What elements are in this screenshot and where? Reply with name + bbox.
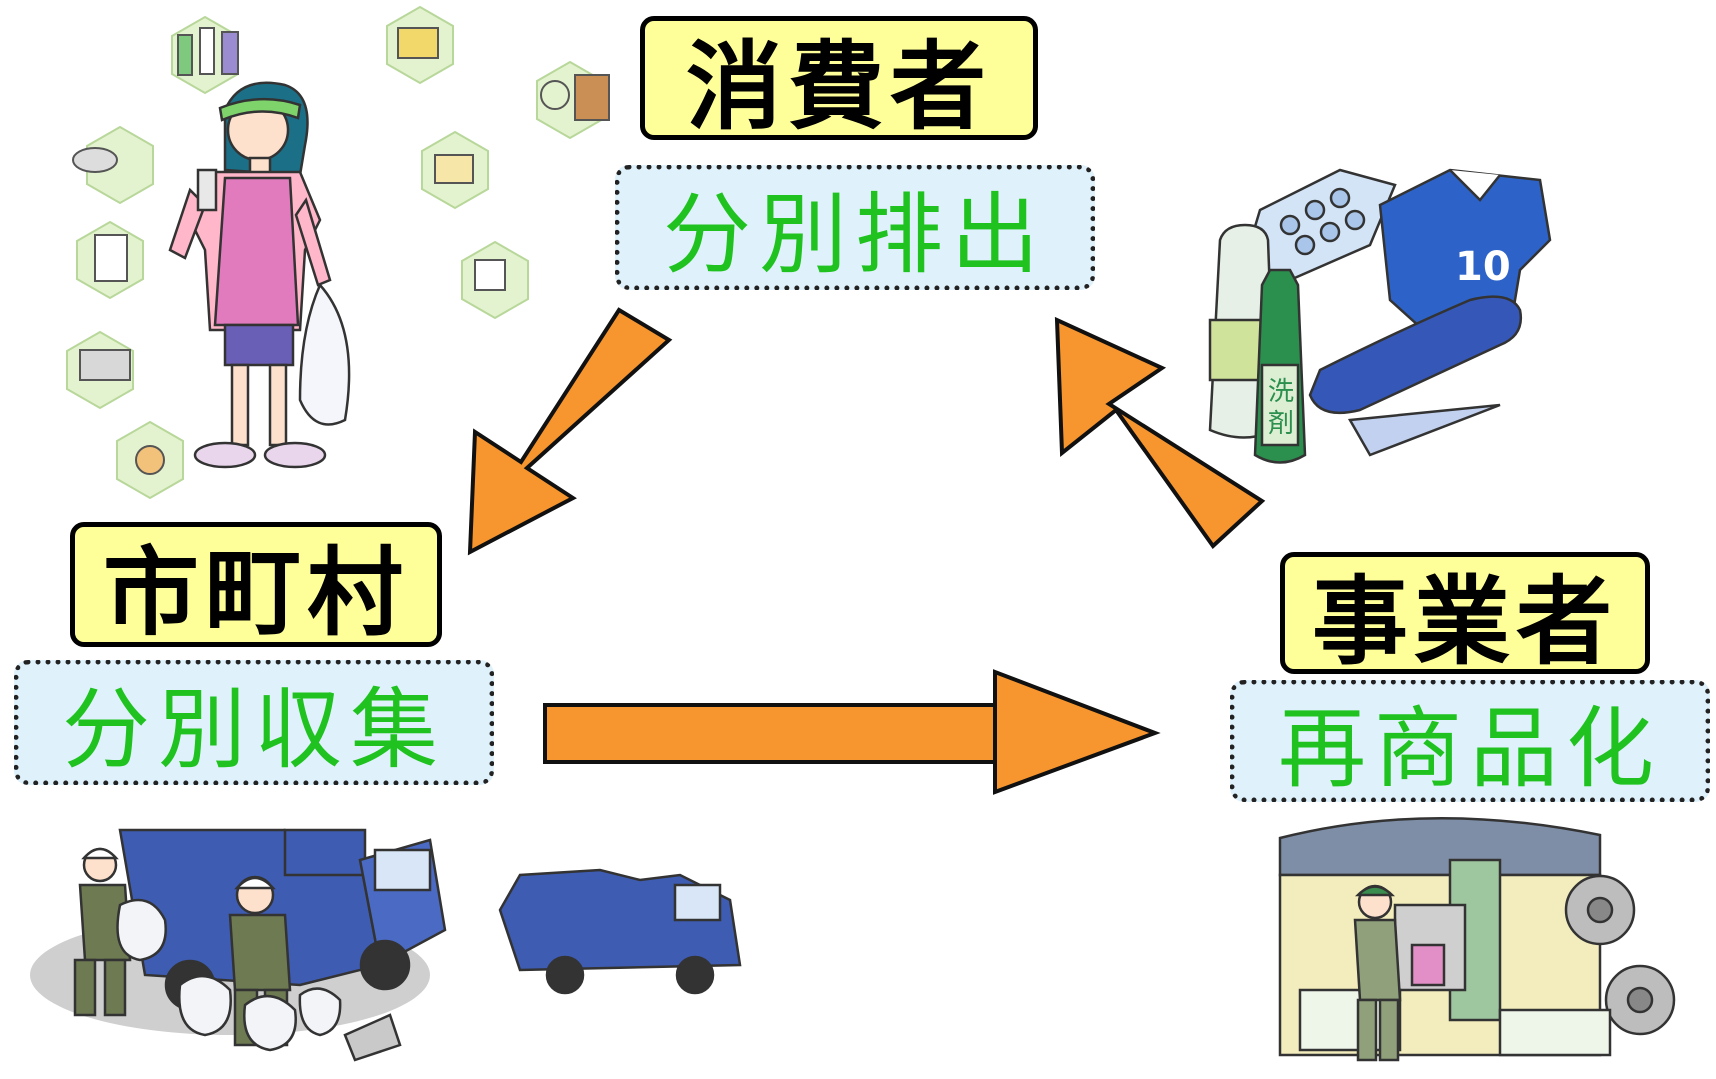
svg-text:10: 10: [1455, 244, 1511, 290]
arrow-municipal-to-business: [543, 669, 1161, 795]
municipal-label: 市町村: [70, 522, 442, 649]
recycled-products-illustration: 10 洗 剤: [1208, 168, 1552, 464]
svg-text:剤: 剤: [1268, 409, 1294, 439]
municipal-action-label: 分別収集: [14, 660, 494, 785]
arrow-consumer-to-municipal: [467, 307, 673, 556]
business-action-label: 再商品化: [1230, 680, 1710, 802]
woman-with-recyclables-illustration: [66, 6, 610, 499]
consumer-label: 消費者: [640, 16, 1038, 143]
arrow-business-to-consumer: [1054, 316, 1266, 550]
svg-text:洗: 洗: [1268, 377, 1294, 407]
garbage-truck-collection-illustration: [30, 828, 742, 1062]
flow-arrows: [467, 307, 1266, 795]
recycling-plant-illustration: [1278, 816, 1676, 1062]
consumer-action-label: 分別排出: [615, 165, 1095, 290]
business-label: 事業者: [1280, 552, 1650, 678]
